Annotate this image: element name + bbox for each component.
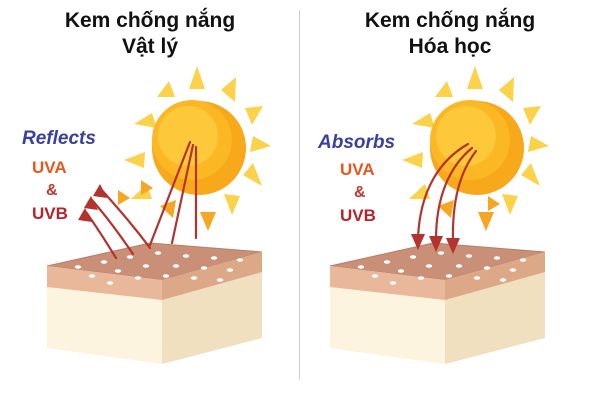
panel-physical-sunscreen: Kem chống nắng Vật lý: [0, 8, 300, 364]
chemical-uva-label: UVA: [340, 160, 375, 179]
panel-chemical-title: Kem chống nắng Hóa học: [300, 8, 600, 61]
panel-chemical-title-line2: Hóa học: [408, 35, 492, 59]
panel-chemical-sunscreen: Kem chống nắng Hóa học: [300, 0, 600, 414]
panel-divider: [299, 10, 300, 380]
sun-icon: [124, 66, 271, 231]
physical-uvb-label: UVB: [32, 204, 68, 223]
sun-icon: [402, 66, 549, 231]
absorb-arrowheads: [411, 234, 460, 254]
absorb-rays: [416, 142, 478, 244]
physical-action-label: Reflects: [22, 128, 96, 149]
scatter-arrows: [118, 180, 153, 205]
scatter-arrows: [488, 196, 500, 211]
physical-uva-label: UVA: [32, 158, 67, 177]
reflect-arrowheads: [78, 184, 107, 222]
skin-block-icon: [329, 242, 546, 364]
panel-chemical-illustration: [329, 66, 549, 364]
panel-physical-title: Kem chống nắng Vật lý: [0, 8, 300, 61]
panel-physical-title-line2: Vật lý: [121, 35, 179, 59]
panel-chemical-title-line1: Kem chống nắng: [364, 9, 536, 32]
chemical-amp-label: &: [354, 184, 366, 201]
skin-block-icon: [46, 242, 263, 364]
chemical-action-label: Absorbs: [318, 132, 396, 153]
chemical-uvb-label: UVB: [340, 206, 376, 225]
panel-physical-illustration: [46, 66, 271, 364]
physical-amp-label: &: [46, 182, 58, 199]
panel-physical-title-line1: Kem chống nắng: [64, 9, 236, 32]
